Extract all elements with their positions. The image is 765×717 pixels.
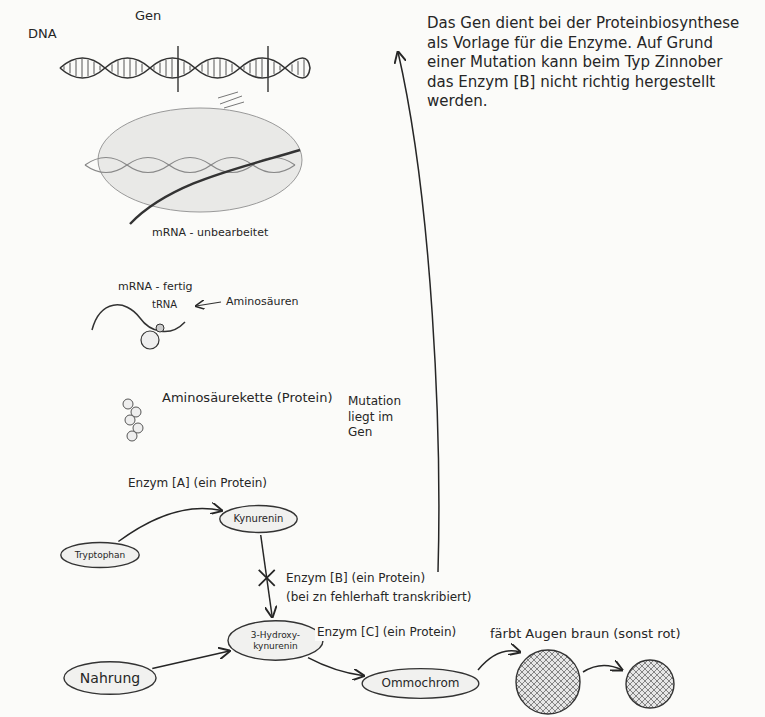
mrna-strand	[130, 150, 300, 224]
blob-text-group: Ommochrom	[381, 676, 459, 690]
ribosome	[141, 331, 159, 349]
blob-text-group: Kynurenin	[234, 513, 284, 525]
molecule-blob: Tryptophan	[60, 542, 140, 568]
enzyme-label: Enzym [C] (ein Protein)	[315, 625, 458, 641]
gene-boundary	[177, 46, 178, 92]
blocked-cross	[259, 570, 275, 586]
base-pair	[124, 59, 125, 76]
enzyme-label: Enzym [B] (ein Protein)	[284, 571, 427, 587]
molecule-name: Ommochrom	[381, 676, 459, 690]
eye-brown	[516, 650, 580, 714]
base-pair	[172, 59, 173, 77]
base-pair	[226, 61, 227, 76]
base-pair	[208, 61, 209, 75]
molecule-name: Nahrung	[80, 670, 140, 687]
annotation: mRNA - unbearbeitet	[150, 226, 270, 240]
molecule-name: Tryptophan	[75, 550, 126, 561]
color-arrow	[478, 651, 520, 670]
base-pair	[130, 59, 131, 77]
base-pair	[214, 59, 215, 76]
mutation-arrow	[398, 52, 439, 572]
amino-acid	[123, 399, 133, 409]
blob-shape	[64, 662, 156, 695]
annotation: färbt Augen braun (sonst rot)	[488, 626, 683, 643]
trna	[156, 324, 164, 332]
base-pair	[94, 62, 95, 74]
leader-arrow	[196, 302, 221, 306]
base-pair	[70, 63, 71, 74]
base-pair	[88, 60, 89, 77]
annotation: (bei zn fehlerhaft transkribiert)	[284, 590, 473, 606]
annotation: Gen	[133, 8, 163, 25]
rna-polymerase	[98, 108, 302, 212]
base-pair	[292, 64, 293, 71]
molecule-blob: 3-Hydroxy-kynurenin	[227, 620, 324, 661]
base-pair	[154, 66, 155, 70]
amino-acid	[125, 415, 135, 425]
base-pair	[118, 61, 119, 75]
dna-strand	[60, 58, 310, 78]
enzyme-label: Enzym [A] (ein Protein)	[126, 476, 269, 492]
blob-shape	[220, 506, 297, 533]
dna-strand	[60, 58, 310, 78]
base-pair	[274, 62, 275, 74]
blob-text-group: Nahrung	[80, 670, 140, 687]
base-pair	[250, 63, 251, 74]
base-pair	[244, 66, 245, 70]
base-pair	[262, 59, 263, 77]
base-pair	[112, 64, 113, 71]
molecule-blob: Nahrung	[63, 661, 157, 695]
base-pair	[160, 63, 161, 74]
reaction-arrow	[118, 508, 221, 541]
base-pair	[82, 59, 83, 77]
molecule-blob: Ommochrom	[361, 668, 480, 699]
base-pair	[76, 60, 77, 76]
base-pair	[220, 59, 221, 77]
base-pair	[64, 66, 65, 70]
base-pair	[100, 66, 101, 71]
annotation: Aminosäuren	[224, 295, 300, 309]
gene-boundary	[267, 46, 268, 92]
base-pair	[166, 60, 167, 76]
reaction-arrow	[152, 651, 229, 668]
base-pair	[184, 62, 185, 74]
reaction-arrow	[261, 535, 273, 617]
base-pair	[190, 66, 191, 71]
note-text: Das Gen dient bei der Proteinbiosynthese…	[425, 14, 754, 112]
scribble	[218, 92, 244, 108]
blob-text-group: 3-Hydroxy-kynurenin	[245, 630, 307, 652]
base-pair	[232, 64, 233, 73]
annotation: DNA	[26, 26, 59, 43]
blob-shape	[228, 621, 323, 660]
base-pair	[202, 64, 203, 71]
reaction-arrow	[308, 658, 364, 676]
base-pair	[136, 61, 137, 76]
molecule-name: 3-Hydroxy-kynurenin	[245, 630, 307, 652]
blob-shape	[61, 543, 139, 568]
blob-text-group: Tryptophan	[75, 550, 126, 561]
color-arrow	[583, 665, 622, 672]
amino-acid	[127, 431, 137, 441]
molecule-blob: Kynurenin	[219, 505, 298, 533]
base-pair	[142, 64, 143, 73]
molecule-name: Kynurenin	[234, 513, 284, 525]
blob-shape	[362, 669, 479, 699]
base-pair	[280, 66, 281, 71]
annotation: Mutation liegt im Gen	[346, 394, 416, 441]
annotation: Aminosäurekette (Protein)	[160, 390, 335, 407]
base-pair	[304, 59, 305, 76]
annotation: mRNA - fertig	[116, 280, 195, 294]
annotation: tRNA	[150, 298, 179, 311]
base-pair	[298, 61, 299, 75]
base-pair	[256, 60, 257, 76]
eye-red	[626, 660, 674, 708]
